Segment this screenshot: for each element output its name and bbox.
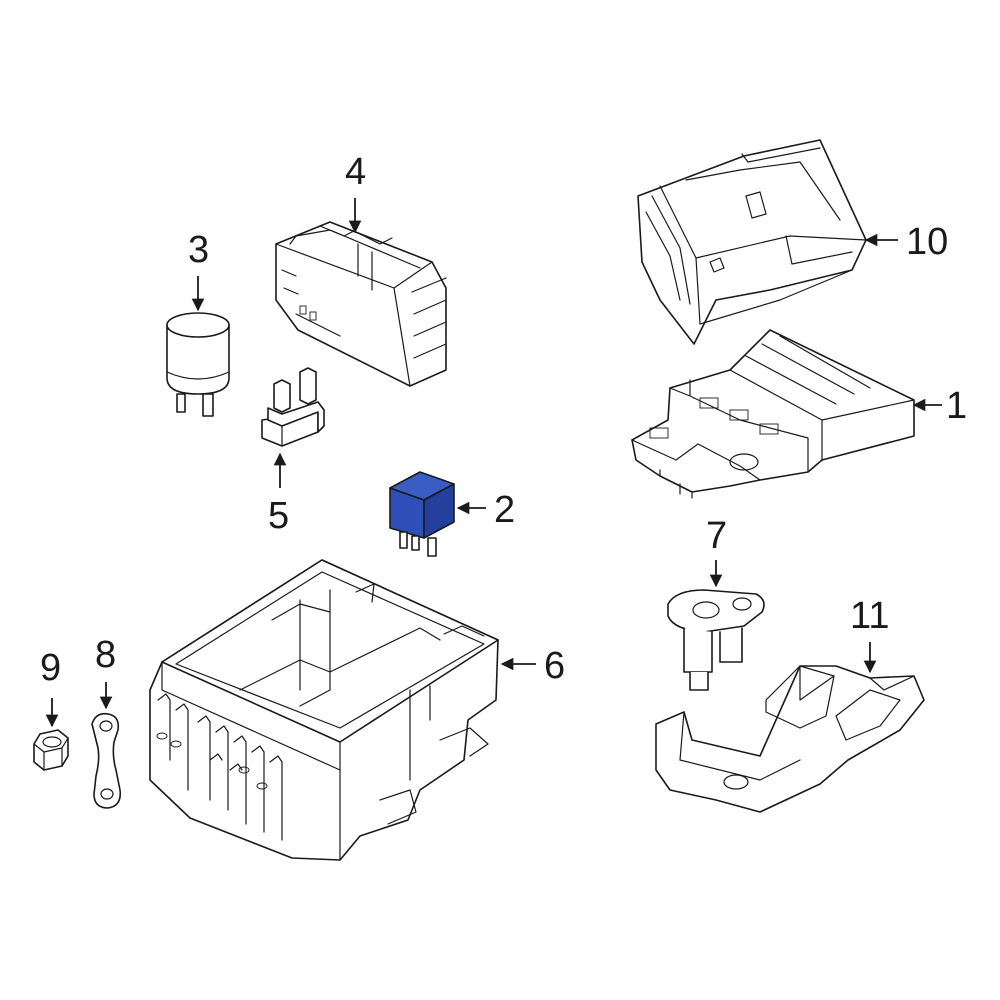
callout-4: 4 (345, 151, 366, 234)
callout-label-7: 7 (706, 515, 727, 557)
callout-5: 5 (268, 452, 289, 537)
part-9-nut[interactable] (33, 729, 69, 771)
callout-label-8: 8 (95, 634, 116, 676)
callout-label-4: 4 (345, 151, 366, 193)
callout-2: 2 (456, 489, 515, 531)
callout-11: 11 (850, 595, 889, 674)
part-4-relay-module[interactable] (275, 221, 447, 387)
callout-9: 9 (40, 647, 61, 728)
callout-10: 10 (864, 221, 948, 263)
part-7-connector[interactable] (667, 589, 765, 691)
callout-6: 6 (500, 645, 565, 687)
part-1-fuse-block[interactable] (631, 329, 915, 499)
callout-label-3: 3 (188, 229, 209, 271)
callout-label-5: 5 (268, 495, 289, 537)
callout-label-1: 1 (946, 385, 967, 427)
part-2-relay-highlighted[interactable] (389, 471, 455, 557)
relay-side-face (423, 483, 455, 539)
housing-connector-pins (156, 693, 283, 841)
callout-8: 8 (95, 634, 116, 710)
callout-label-2: 2 (494, 489, 515, 531)
callout-label-6: 6 (544, 645, 565, 687)
callout-label-11: 11 (850, 595, 889, 637)
callout-label-9: 9 (40, 647, 61, 689)
part-3-round-relay[interactable] (166, 312, 230, 417)
callout-7: 7 (706, 515, 727, 588)
callout-3: 3 (188, 229, 209, 312)
part-8-link-strap[interactable] (91, 712, 122, 809)
part-11-mounting-bracket[interactable] (655, 665, 925, 813)
part-5-blade-fuse[interactable] (261, 367, 325, 447)
part-10-fuse-box-cover[interactable] (637, 139, 867, 345)
callout-label-10: 10 (906, 221, 948, 263)
callout-1: 1 (912, 385, 967, 427)
part-6-fuse-box-housing[interactable] (149, 559, 499, 861)
